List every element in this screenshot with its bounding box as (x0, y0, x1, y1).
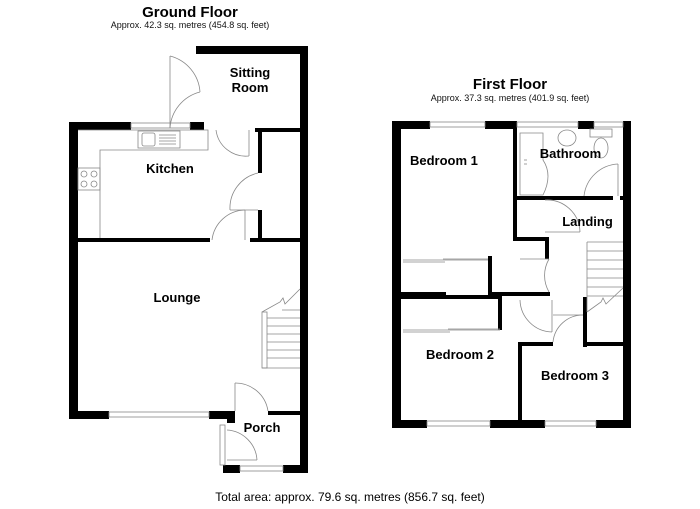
room-label-sitting-room: Sitting Room (220, 65, 280, 95)
room-label-kitchen: Kitchen (146, 161, 194, 176)
room-label-bedroom-3: Bedroom 3 (541, 368, 609, 383)
ground-floor-area: Approx. 42.3 sq. metres (454.8 sq. feet) (110, 20, 270, 30)
ground-floor-title: Ground Floor (142, 4, 238, 21)
room-label-bedroom-1: Bedroom 1 (410, 153, 478, 168)
room-label-landing: Landing (562, 214, 613, 229)
room-label-bathroom: Bathroom (539, 146, 602, 161)
first-floor-fixtures (403, 121, 624, 427)
first-floor-plan (392, 121, 631, 428)
room-label-porch: Porch (243, 420, 281, 435)
first-floor-area: Approx. 37.3 sq. metres (401.9 sq. feet) (430, 93, 590, 103)
sitting-room-line1: Sitting (229, 65, 271, 80)
first-floor-title: First Floor (472, 76, 548, 93)
total-area: Total area: approx. 79.6 sq. metres (856… (215, 490, 485, 504)
ground-floor-fixtures (77, 55, 301, 472)
room-label-bedroom-2: Bedroom 2 (426, 347, 494, 362)
sitting-room-line2: Room (231, 80, 269, 95)
room-label-lounge: Lounge (153, 290, 201, 305)
ground-floor-plan (69, 46, 308, 473)
